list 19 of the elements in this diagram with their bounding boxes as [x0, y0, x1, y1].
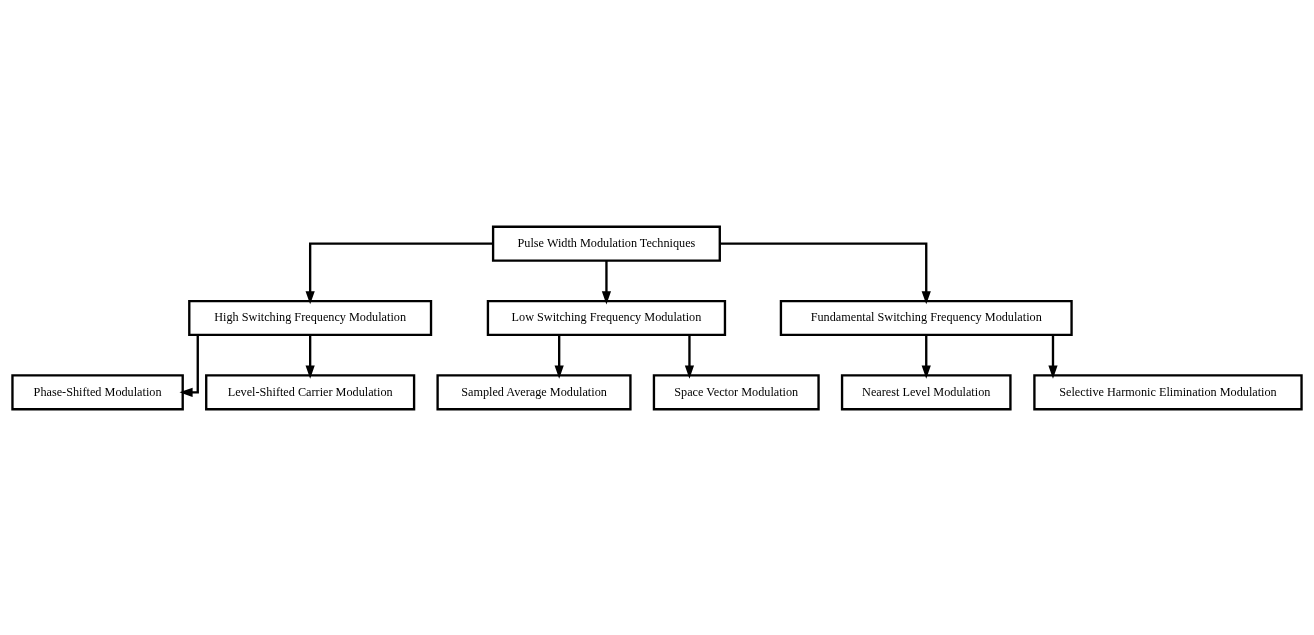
arrow [305, 242, 493, 304]
node-box: Pulse Width Modulation Techniques [491, 225, 721, 262]
node-box: High Switching Frequency Modulation [188, 299, 433, 336]
node-box: Nearest Level Modulation [840, 373, 1012, 410]
arrow [921, 334, 931, 379]
arrow [554, 334, 564, 379]
arrow [1048, 334, 1058, 379]
arrow [305, 334, 315, 379]
node-box: Phase-Shifted Modulation [11, 373, 184, 410]
arrow [720, 242, 931, 304]
node-box: Level-Shifted Carrier Modulation [205, 373, 416, 410]
node-box: Low Switching Frequency Modulation [486, 299, 727, 336]
arrow [684, 334, 695, 379]
node-box: Sampled Average Modulation [436, 373, 632, 410]
node-box: Selective Harmonic Elimination Modulation [1033, 373, 1303, 410]
node-box: Fundamental Switching Frequency Modulation [779, 299, 1073, 336]
node-box: Space Vector Modulation [652, 373, 820, 410]
arrow [601, 260, 612, 304]
arrow [179, 334, 199, 397]
